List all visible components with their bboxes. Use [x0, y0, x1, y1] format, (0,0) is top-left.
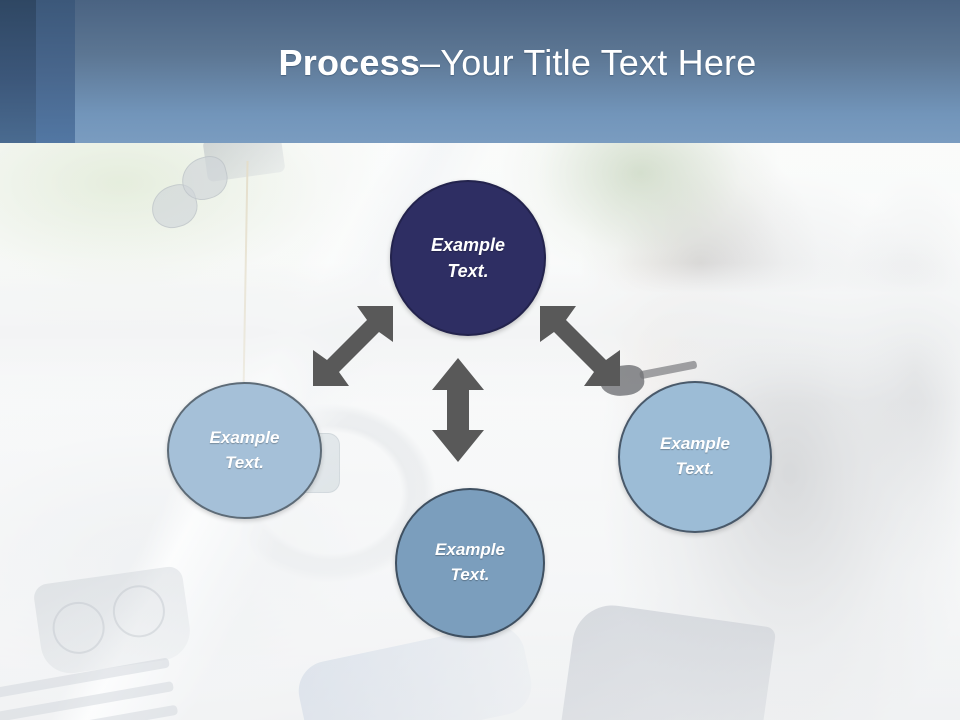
page-title-separator: – — [420, 41, 441, 83]
process-node-top[interactable]: Example Text. — [390, 180, 546, 336]
connector-top-right-arrow — [540, 306, 620, 386]
process-node-right-line2: Text. — [675, 459, 715, 478]
process-node-bottom-line2: Text. — [450, 565, 490, 584]
process-node-top-line1: Example — [430, 234, 506, 255]
process-node-bottom-line1: Example — [435, 540, 505, 560]
process-node-bottom[interactable]: Example Text. — [395, 488, 545, 638]
header-accent-band-mid — [36, 0, 75, 143]
process-node-right-line1: Example — [660, 434, 730, 454]
page-title: Process – Your Title Text Here — [75, 0, 960, 143]
connector-top-bottom-arrow — [432, 358, 484, 462]
slide-header: Process – Your Title Text Here — [0, 0, 960, 143]
page-title-bold: Process — [278, 41, 421, 83]
process-node-top-line2: Text. — [447, 261, 489, 281]
page-title-regular: Your Title Text Here — [440, 41, 757, 83]
connector-top-left-arrow — [313, 306, 393, 386]
process-node-right[interactable]: Example Text. — [618, 381, 772, 533]
process-node-left[interactable]: Example Text. — [167, 382, 322, 519]
process-node-left-line2: Text. — [224, 452, 265, 472]
process-node-left-line1: Example — [209, 427, 280, 447]
header-accent-band-dark — [0, 0, 36, 143]
